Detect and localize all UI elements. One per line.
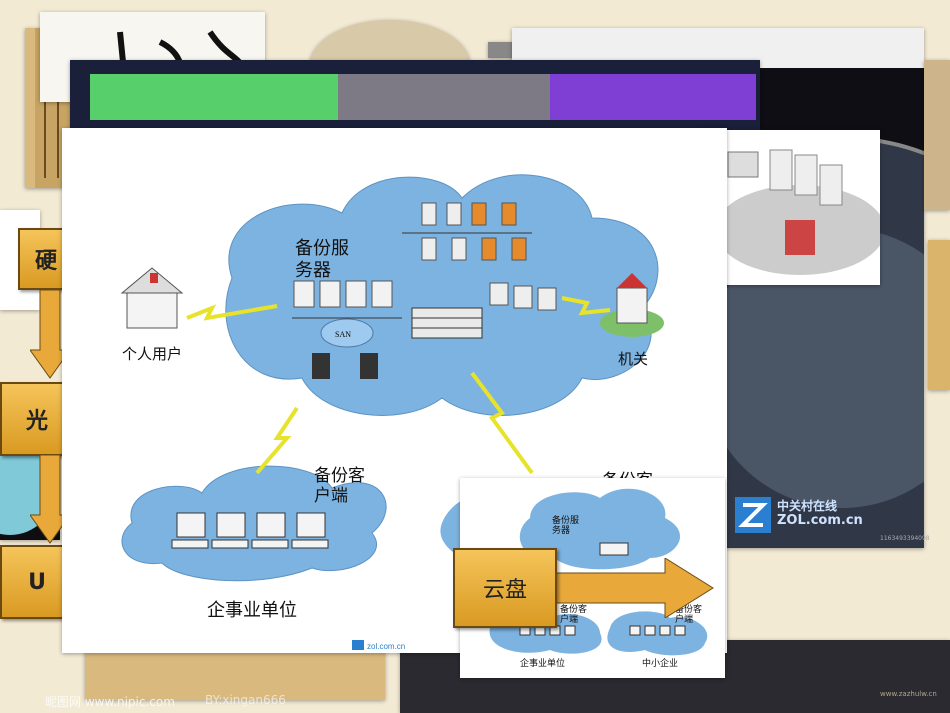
server-group-right (489, 282, 557, 311)
right-arrow-icon (555, 558, 714, 618)
label-backup-server: 备份服 务器 (295, 238, 349, 281)
cloud-disk-label-text: 云盘 (482, 578, 527, 603)
zol-logo-cn: 中关村在线 (777, 499, 838, 513)
server-group-left (292, 280, 402, 319)
cloud-disk-label: 云盘 (453, 548, 557, 628)
zol-logo-en: ZOL.com.cn (777, 513, 863, 528)
san-cloud (320, 318, 374, 348)
switch-left (312, 353, 330, 379)
government-building-icon (600, 273, 664, 337)
watermark-left: 昵图网 www.nipic.com (45, 695, 175, 709)
san-label: SAN (335, 330, 351, 339)
gray-tab (338, 74, 550, 120)
server-network-photo (700, 130, 880, 285)
lightning-left-icon (186, 304, 278, 321)
small-label-backup-server: 备份服 务器 (552, 516, 580, 536)
lightning-down-right-icon (470, 371, 534, 475)
backup-cloud (225, 174, 659, 416)
small-label-sme: 中小企业 (642, 659, 679, 669)
lightning-down-left-icon (255, 406, 299, 475)
watermark-right: www.zazhulw.cn (880, 690, 937, 698)
down-arrow-icon (30, 455, 70, 544)
watermark-by: BY:xingan666 (205, 693, 286, 707)
small-label-enterprise: 企事业单位 (520, 659, 566, 669)
stack-label-3-text: U (28, 569, 46, 595)
purple-tab (550, 74, 756, 120)
label-backup-client-left: 备份客 户端 (314, 466, 365, 506)
green-tab (90, 74, 338, 120)
down-arrow-icon (30, 290, 70, 379)
client-computers (171, 512, 329, 549)
small-label-backup-client-left: 备份客 户端 (560, 605, 588, 625)
enterprise-cloud (121, 465, 387, 582)
small-label-backup-client-right: 备份客 户端 (675, 605, 703, 625)
right-edge-scroll (928, 240, 950, 390)
server-group-top (402, 202, 532, 261)
lightning-right-icon (561, 296, 611, 316)
label-personal-user: 个人用户 (122, 345, 183, 363)
grey-tab (488, 42, 518, 58)
house-icon (120, 267, 184, 329)
photo-id-text: 1163493394098 (880, 535, 930, 542)
label-government: 机关 (618, 350, 649, 368)
zol-logo: 中关村在线 ZOL.com.cn (735, 495, 885, 535)
server-cluster-icon (715, 149, 880, 275)
backup-network-diagram: SAN zol.com.cn 备份服 务器 (62, 128, 727, 653)
stack-label-3: U (0, 545, 74, 619)
storage-array (411, 307, 483, 339)
zol-logo-icon (735, 497, 771, 533)
label-enterprise: 企事业单位 (207, 600, 297, 621)
zol-footer-text: zol.com.cn (367, 642, 405, 651)
diagram-canvas: SAN zol.com.cn (120, 174, 664, 651)
zol-footer-logo: zol.com.cn (352, 640, 405, 651)
stack-label-2-text: 光 (25, 409, 48, 434)
stack-label-1-text: 硬 (34, 249, 57, 274)
stack-label-2: 光 (0, 382, 74, 456)
switch-right (360, 353, 378, 379)
right-edge-photo (924, 60, 950, 210)
